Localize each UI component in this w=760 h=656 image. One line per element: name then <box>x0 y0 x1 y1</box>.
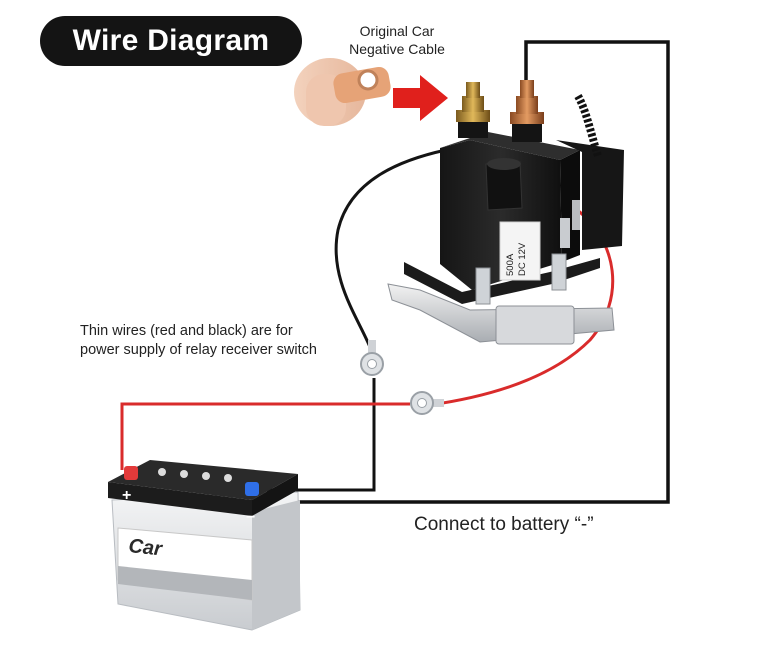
car-battery <box>108 460 301 631</box>
battery-positive-symbol: + <box>122 487 131 504</box>
battery-brand-label: Car <box>127 535 164 560</box>
red-wire-to-battery <box>120 402 410 470</box>
thin-wires-note: Thin wires (red and black) are for power… <box>80 322 380 360</box>
connect-battery-label: Connect to battery “-” <box>414 514 594 535</box>
red-arrow-icon <box>393 75 448 121</box>
original-cable-photo <box>294 58 391 126</box>
terminal-post-left <box>456 82 490 138</box>
ring-lug-black <box>360 340 384 376</box>
thin-wires-note-line2: power supply of relay receiver switch <box>80 342 317 358</box>
diagram-title: Wire Diagram <box>40 16 302 66</box>
original-cable-label: Original Car Negative Cable <box>322 22 472 58</box>
relay-rating-line1: 500A <box>505 253 516 276</box>
terminal-post-right <box>510 80 544 142</box>
thin-wires-note-line1: Thin wires (red and black) are for <box>80 323 293 339</box>
battery-negative-symbol: − <box>246 509 255 526</box>
relay-rating-line2: DC 12V <box>517 242 528 276</box>
original-cable-label-line1: Original Car <box>359 23 435 39</box>
thin-black-wire <box>334 148 447 353</box>
coiled-wire <box>574 94 602 158</box>
ring-lug-red <box>410 391 444 415</box>
black-wire-main <box>258 40 670 504</box>
relay-solenoid <box>387 132 624 345</box>
original-cable-label-line2: Negative Cable <box>349 41 445 57</box>
